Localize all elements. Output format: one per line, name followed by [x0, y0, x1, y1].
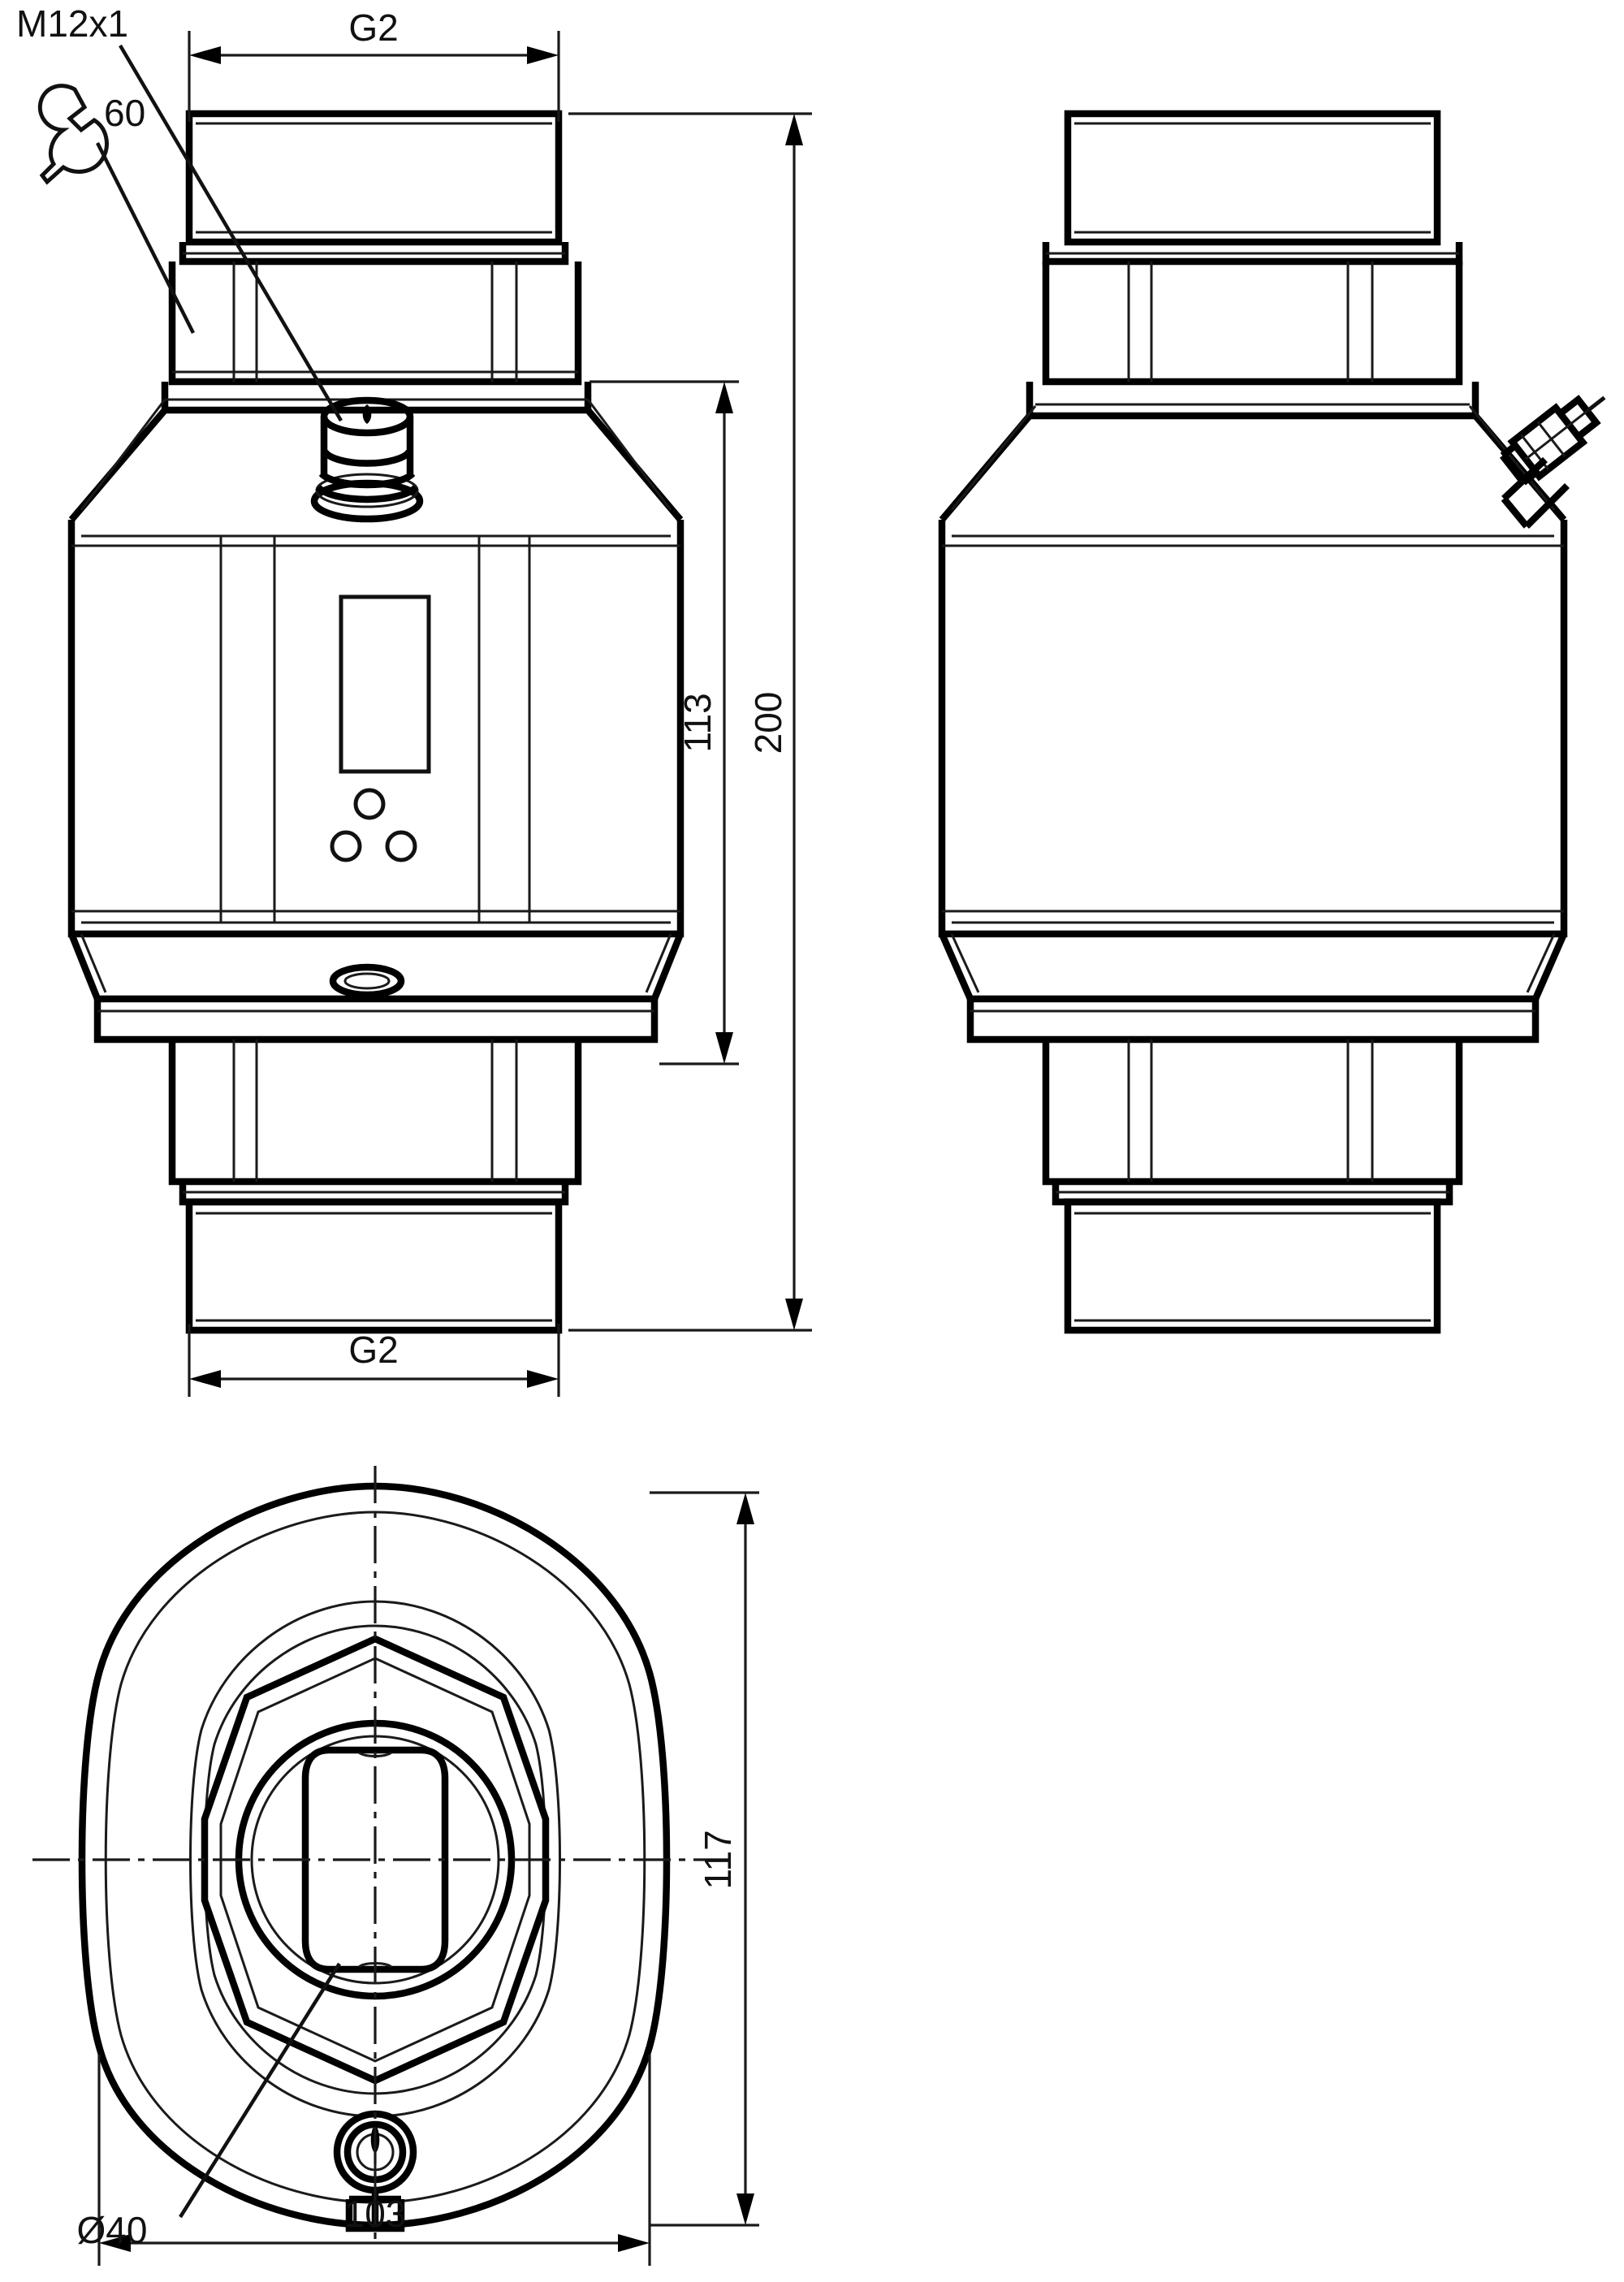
front-main-body — [67, 520, 685, 938]
side-lower-hex — [1042, 1039, 1463, 1186]
front-bottom-thread-spud — [179, 1182, 569, 1334]
dimension-200: 200 — [568, 112, 812, 1332]
dimension-103: 103 — [97, 2055, 651, 2266]
dimension-g2-top: G2 — [188, 6, 560, 122]
dimension-200-label: 200 — [747, 692, 789, 754]
dimension-113: 113 — [590, 380, 739, 1065]
bore-diameter-callout: Ø40 — [77, 1962, 341, 2251]
side-upper-shoulder — [939, 382, 1567, 522]
m12x1-callout: M12x1 — [16, 2, 343, 422]
dimension-113-label: 113 — [676, 693, 719, 752]
dimension-g2-top-label: G2 — [348, 6, 398, 49]
dimension-g2-bottom: G2 — [188, 1324, 560, 1397]
side-view — [938, 110, 1606, 1334]
dimension-117-label: 117 — [697, 1830, 739, 1889]
side-lower-shoulder — [939, 932, 1567, 1044]
wrench-icon — [37, 84, 109, 185]
dimension-103-label: 103 — [344, 2193, 407, 2235]
wrench-size-label: 60 — [104, 92, 145, 134]
side-m12-connector — [1499, 395, 1606, 529]
front-m12-connector — [310, 396, 424, 523]
bore-diameter-label: Ø40 — [77, 2209, 148, 2251]
m12x1-callout-label: M12x1 — [16, 2, 128, 45]
front-lower-hex — [168, 1039, 582, 1186]
bottom-view — [32, 1466, 731, 2245]
side-top-thread-spud — [1042, 110, 1463, 266]
dimension-g2-bottom-label: G2 — [348, 1329, 398, 1371]
front-upper-hex — [168, 261, 582, 386]
front-view — [67, 110, 685, 1334]
wrench-size-callout: 60 — [37, 84, 196, 335]
side-main-body — [938, 520, 1568, 938]
front-upper-shoulder — [68, 382, 684, 522]
dimension-117: 117 — [650, 1491, 759, 2227]
front-top-thread-spud — [179, 110, 569, 266]
front-lower-shoulder — [68, 932, 684, 1044]
bottom-center-slot — [301, 1746, 449, 1973]
side-bottom-thread-spud — [1052, 1182, 1453, 1334]
side-upper-hex — [1042, 261, 1463, 386]
